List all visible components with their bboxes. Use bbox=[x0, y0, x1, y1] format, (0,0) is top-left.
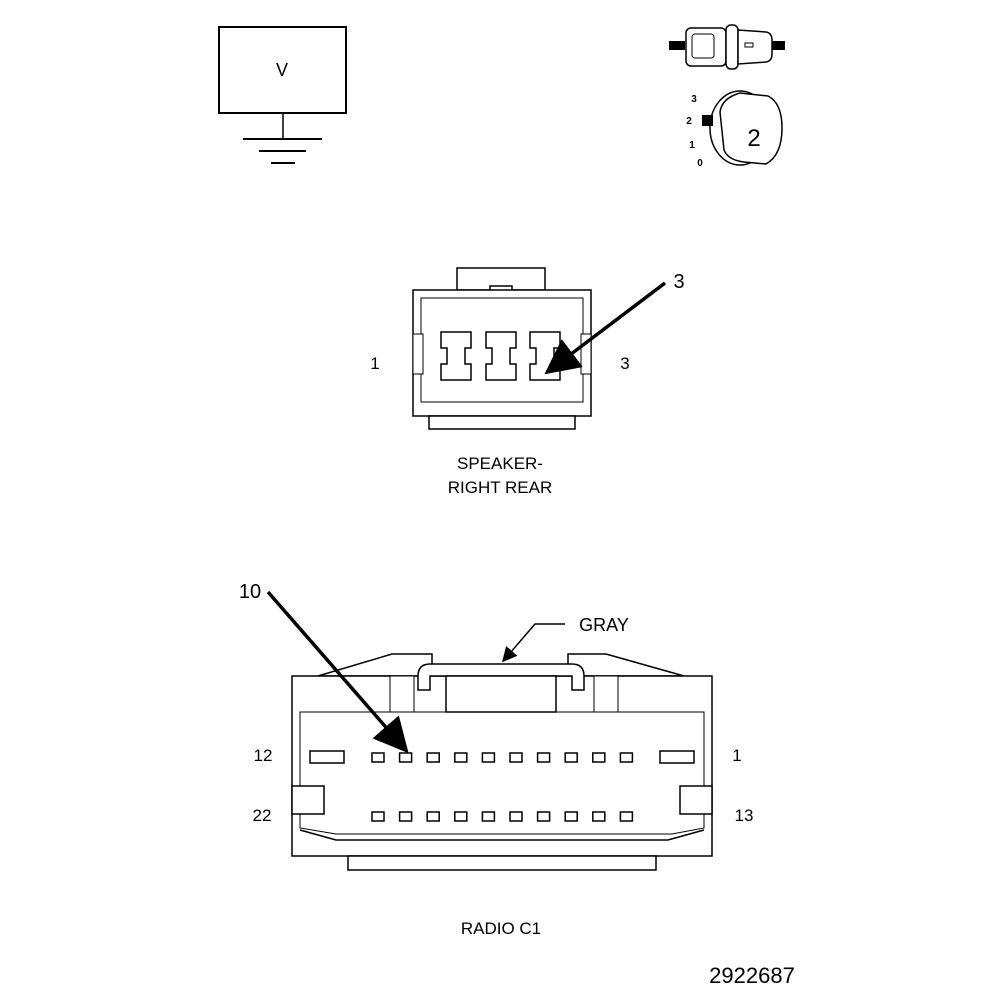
radio-callout-arrow bbox=[266, 590, 409, 754]
ignition-switch-icon: 3 2 1 0 2 bbox=[669, 24, 785, 169]
ignition-position-3: 3 bbox=[691, 94, 697, 105]
ignition-position-2: 2 bbox=[686, 116, 692, 127]
radio-pin-cavity bbox=[398, 811, 413, 822]
radio-callout-label: 10 bbox=[239, 581, 261, 603]
radio-pin-cavity bbox=[371, 752, 385, 763]
speaker-cavity bbox=[485, 331, 517, 381]
radio-row2-right-label: 13 bbox=[735, 806, 754, 825]
radio-pin-cavity bbox=[509, 752, 523, 763]
radio-pin-cavity bbox=[454, 752, 468, 763]
voltmeter-label: V bbox=[276, 60, 288, 80]
radio-pin-cavity bbox=[398, 752, 413, 763]
radio-pin-cavity bbox=[592, 752, 606, 763]
radio-pin-cavity bbox=[426, 752, 440, 763]
speaker-callout-arrow bbox=[544, 281, 667, 375]
figure-id: 2922687 bbox=[709, 963, 795, 988]
radio-color-label: GRAY bbox=[579, 615, 629, 635]
speaker-connector-name-line1: SPEAKER- bbox=[457, 454, 543, 473]
ignition-position-1: 1 bbox=[689, 140, 695, 151]
radio-pin-cavity bbox=[509, 811, 523, 822]
ignition-position-0: 0 bbox=[697, 158, 703, 169]
speaker-pin-1-label: 1 bbox=[370, 354, 379, 373]
speaker-callout-label: 3 bbox=[673, 271, 684, 293]
radio-pin-cavity bbox=[454, 811, 468, 822]
radio-pin-cavity bbox=[536, 811, 551, 822]
radio-pin-cavity bbox=[564, 752, 578, 763]
speaker-connector-name-line2: RIGHT REAR bbox=[448, 478, 553, 497]
speaker-cavity bbox=[440, 331, 472, 381]
voltmeter-symbol: V bbox=[218, 26, 347, 164]
ground-icon bbox=[243, 138, 322, 164]
radio-pin-cavity bbox=[536, 752, 551, 763]
radio-pin-cavity bbox=[592, 811, 606, 822]
radio-pin-cavity bbox=[619, 811, 634, 822]
radio-connector-name: RADIO C1 bbox=[461, 919, 541, 938]
radio-pin-cavity bbox=[564, 811, 578, 822]
gray-leader-arrow bbox=[502, 623, 565, 663]
key-dial-icon: 3 2 1 0 2 bbox=[686, 90, 783, 169]
radio-row2-left-label: 22 bbox=[253, 806, 272, 825]
ignition-position-marker: 2 bbox=[747, 125, 760, 152]
speaker-pin-3-label: 3 bbox=[620, 354, 629, 373]
radio-c1-connector: 12 1 22 13 GRAY 10 RADIO C1 bbox=[239, 581, 754, 938]
radio-row1-right-label: 1 bbox=[732, 746, 741, 765]
speaker-right-rear-connector: 1 3 3 SPEAKER- RIGHT REAR bbox=[370, 267, 685, 497]
radio-pin-cavity bbox=[426, 811, 440, 822]
radio-pin-cavity bbox=[371, 811, 385, 822]
radio-pin-cavity bbox=[481, 752, 496, 763]
radio-pin-cavity bbox=[619, 752, 634, 763]
radio-row1-left-label: 12 bbox=[254, 746, 273, 765]
key-plug-icon bbox=[669, 24, 785, 70]
radio-pin-cavity bbox=[481, 811, 496, 822]
